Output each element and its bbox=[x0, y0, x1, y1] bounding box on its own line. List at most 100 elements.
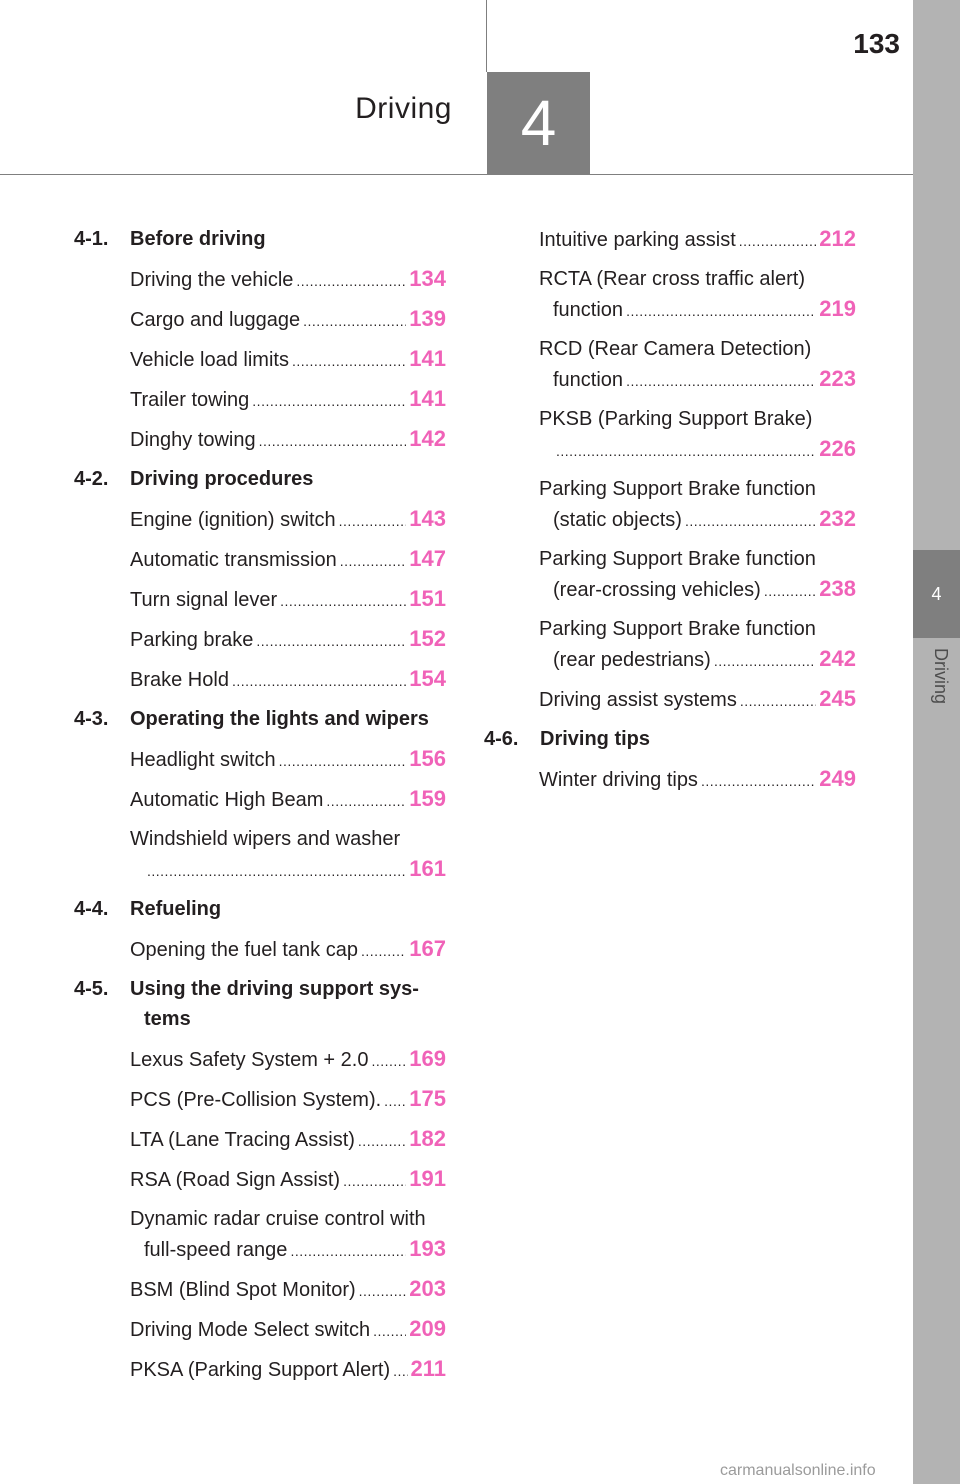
entry-title: RCTA (Rear cross traffic alert) bbox=[539, 268, 805, 290]
entry-title: (rear pedestrians) bbox=[553, 649, 711, 671]
page-reference[interactable]: 226 bbox=[819, 436, 856, 461]
page-reference[interactable]: 211 bbox=[410, 1356, 447, 1381]
toc-entry[interactable]: BSM (Blind Spot Monitor)................… bbox=[130, 1274, 446, 1306]
dot-leader: ........................................… bbox=[280, 593, 406, 609]
section-number: 4-4. bbox=[74, 898, 109, 920]
toc-entry[interactable]: LTA (Lane Tracing Assist)...............… bbox=[130, 1124, 446, 1156]
toc-entry[interactable]: Cargo and luggage.......................… bbox=[130, 304, 446, 336]
page-reference[interactable]: 223 bbox=[819, 366, 856, 391]
toc-entry[interactable]: Intuitive parking assist................… bbox=[539, 224, 856, 256]
entry-title: Driving assist systems bbox=[539, 689, 737, 711]
dot-leader: ........................................… bbox=[303, 313, 407, 329]
page-reference[interactable]: 141 bbox=[409, 386, 446, 411]
page-reference[interactable]: 193 bbox=[409, 1236, 446, 1261]
dot-leader: ........................................… bbox=[384, 1093, 407, 1109]
section-title: Driving tips bbox=[540, 728, 651, 750]
page-reference[interactable]: 161 bbox=[409, 856, 446, 881]
side-tab-bar bbox=[913, 0, 960, 1484]
toc-entry[interactable]: Dinghy towing...........................… bbox=[130, 424, 446, 456]
page-reference[interactable]: 139 bbox=[409, 306, 446, 331]
toc-entry[interactable]: Opening the fuel tank cap...............… bbox=[130, 934, 446, 966]
page-reference[interactable]: 142 bbox=[409, 426, 446, 451]
section-title: Before driving bbox=[130, 228, 266, 250]
side-tab-number[interactable]: 4 bbox=[913, 550, 960, 638]
toc-entry[interactable]: Vehicle load limits.....................… bbox=[130, 344, 446, 376]
chapter-title: Driving bbox=[355, 92, 452, 125]
page-reference[interactable]: 167 bbox=[409, 936, 446, 961]
page-reference[interactable]: 151 bbox=[409, 586, 446, 611]
page-reference[interactable]: 154 bbox=[409, 666, 446, 691]
page-reference[interactable]: 249 bbox=[819, 766, 856, 791]
page-reference[interactable]: 159 bbox=[409, 786, 446, 811]
entry-title: Cargo and luggage bbox=[130, 309, 301, 331]
page-reference[interactable]: 143 bbox=[409, 506, 446, 531]
dot-leader: ........................................… bbox=[343, 1173, 406, 1189]
entry-title: Brake Hold bbox=[130, 669, 229, 691]
dot-leader: ........................................… bbox=[763, 583, 817, 599]
page-reference[interactable]: 203 bbox=[409, 1276, 446, 1301]
dot-leader: ........................................… bbox=[231, 673, 407, 689]
dot-leader: ........................................… bbox=[326, 793, 406, 809]
page-reference[interactable]: 169 bbox=[409, 1046, 446, 1071]
page-reference[interactable]: 242 bbox=[819, 646, 856, 671]
entry-title: PCS (Pre-Collision System). bbox=[130, 1089, 382, 1111]
toc-entry[interactable]: RSA (Road Sign Assist)..................… bbox=[130, 1164, 446, 1196]
toc-entry[interactable]: PCS (Pre-Collision System)..............… bbox=[130, 1084, 446, 1116]
dot-leader: ........................................… bbox=[339, 553, 407, 569]
dot-leader: ........................................… bbox=[700, 773, 816, 789]
toc-entry[interactable]: Driving Mode Select switch..............… bbox=[130, 1314, 446, 1346]
page-reference[interactable]: 147 bbox=[409, 546, 446, 571]
toc-entry[interactable]: RCD (Rear Camera Detection)function.....… bbox=[539, 334, 856, 396]
page-reference[interactable]: 134 bbox=[409, 266, 446, 291]
entry-title: (static objects) bbox=[553, 509, 682, 531]
toc-entry[interactable]: Turn signal lever.......................… bbox=[130, 584, 446, 616]
dot-leader: ........................................… bbox=[713, 653, 817, 669]
page-reference[interactable]: 182 bbox=[409, 1126, 446, 1151]
section-title: Operating the lights and wipers bbox=[130, 708, 429, 730]
toc-entry[interactable]: Lexus Safety System + 2.0...............… bbox=[130, 1044, 446, 1076]
toc-entry[interactable]: PKSA (Parking Support Alert)............… bbox=[130, 1354, 446, 1386]
toc-entry[interactable]: RCTA (Rear cross traffic alert)function.… bbox=[539, 264, 856, 326]
toc-entry[interactable]: Windshield wipers and washer............… bbox=[130, 824, 446, 886]
toc-entry[interactable]: Trailer towing..........................… bbox=[130, 384, 446, 416]
toc-entry[interactable]: PKSB (Parking Support Brake)............… bbox=[539, 404, 856, 466]
dot-leader: ........................................… bbox=[358, 1283, 407, 1299]
page-reference[interactable]: 212 bbox=[819, 226, 856, 251]
toc-entry[interactable]: Parking brake...........................… bbox=[130, 624, 446, 656]
toc-entry[interactable]: Automatic High Beam.....................… bbox=[130, 784, 446, 816]
entry-title: full-speed range bbox=[144, 1239, 288, 1261]
header-rule bbox=[0, 174, 913, 175]
header-divider bbox=[486, 0, 487, 72]
page-reference[interactable]: 156 bbox=[409, 746, 446, 771]
toc-entry[interactable]: Brake Hold..............................… bbox=[130, 664, 446, 696]
toc-entry[interactable]: Parking Support Brake function(rear-cros… bbox=[539, 544, 856, 606]
toc-entry[interactable]: Driving assist systems..................… bbox=[539, 684, 856, 716]
entry-title: Lexus Safety System + 2.0 bbox=[130, 1049, 369, 1071]
toc-entry[interactable]: Winter driving tips.....................… bbox=[539, 764, 856, 796]
page-reference[interactable]: 209 bbox=[409, 1316, 446, 1341]
side-tab-label: Driving bbox=[931, 648, 951, 705]
page-reference[interactable]: 238 bbox=[819, 576, 856, 601]
page-reference[interactable]: 191 bbox=[409, 1166, 446, 1191]
entry-title: Automatic transmission bbox=[130, 549, 337, 571]
toc-entry[interactable]: Parking Support Brake function(static ob… bbox=[539, 474, 856, 536]
toc-entry[interactable]: Automatic transmission..................… bbox=[130, 544, 446, 576]
section-number: 4-1. bbox=[74, 228, 109, 250]
page-reference[interactable]: 219 bbox=[819, 296, 856, 321]
section-number: 4-5. bbox=[74, 978, 109, 1000]
toc-entry[interactable]: Parking Support Brake function(rear pede… bbox=[539, 614, 856, 676]
toc-entry[interactable]: Headlight switch........................… bbox=[130, 744, 446, 776]
entry-title: function bbox=[553, 299, 624, 321]
section-title: Using the driving support sys- bbox=[130, 978, 419, 1000]
toc-entry[interactable]: Engine (ignition) switch................… bbox=[130, 504, 446, 536]
section-title: Driving procedures bbox=[130, 468, 314, 490]
entry-title: Driving Mode Select switch bbox=[130, 1319, 371, 1341]
page-reference[interactable]: 232 bbox=[819, 506, 856, 531]
toc-entry[interactable]: Driving the vehicle.....................… bbox=[130, 264, 446, 296]
page-reference[interactable]: 152 bbox=[409, 626, 446, 651]
entry-title: Parking Support Brake function bbox=[539, 548, 816, 570]
page-reference[interactable]: 245 bbox=[819, 686, 856, 711]
page-reference[interactable]: 175 bbox=[409, 1086, 446, 1111]
page-reference[interactable]: 141 bbox=[409, 346, 446, 371]
